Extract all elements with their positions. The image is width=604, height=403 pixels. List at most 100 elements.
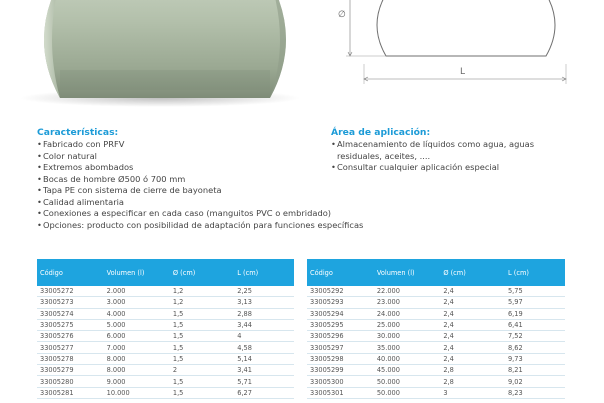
cell-volume: 8.000 — [103, 353, 170, 366]
cell-length: 5,14 — [234, 353, 294, 366]
cell-diameter: 2,8 — [440, 364, 505, 377]
cell-volume: 4.000 — [103, 308, 170, 320]
cell-diameter: 2,4 — [440, 330, 505, 343]
cell-volume: 2.000 — [103, 286, 170, 298]
feature-item: Calidad alimentaria — [37, 197, 363, 209]
cell-volume: 40.000 — [373, 353, 441, 366]
cell-volume: 50.000 — [373, 375, 441, 388]
feature-item: Conexiones a especificar en cada caso (m… — [37, 208, 363, 220]
feature-item: Color natural — [37, 151, 363, 163]
cell-diameter: 1,5 — [169, 330, 235, 343]
cell-volume: 24.000 — [373, 308, 441, 320]
cell-length: 5,71 — [234, 375, 294, 388]
cell-volume: 35.000 — [373, 341, 441, 354]
cell-code: 33005273 — [37, 296, 104, 309]
cell-code: 33005276 — [37, 330, 104, 343]
cell-code: 33005281 — [37, 387, 104, 399]
cell-length: 8,23 — [504, 387, 565, 399]
application-item: residuales, aceites, .... — [337, 150, 431, 161]
cell-length: 7,52 — [504, 330, 565, 343]
cell-volume: 7.000 — [103, 341, 170, 354]
cell-code: 33005300 — [307, 375, 374, 388]
cell-code: 33005277 — [37, 341, 104, 354]
cell-length: 5,97 — [504, 296, 565, 309]
cell-code: 33005278 — [37, 353, 104, 366]
cell-diameter: 1,5 — [169, 375, 235, 388]
cell-diameter: 1,2 — [169, 296, 235, 309]
cell-code: 33005280 — [37, 375, 104, 388]
cell-diameter: 1,5 — [169, 387, 235, 399]
cell-volume: 22.000 — [373, 286, 441, 298]
col-header-diameter: Ø (cm) — [169, 259, 235, 286]
cell-code: 33005293 — [307, 296, 374, 309]
cell-volume: 8.000 — [103, 364, 170, 377]
cell-length: 9,02 — [504, 375, 565, 388]
cell-length: 6,41 — [504, 319, 565, 332]
cell-diameter: 1,5 — [169, 353, 235, 366]
cell-code: 33005275 — [37, 319, 104, 332]
table-header-row: Código Volumen (l) Ø (cm) L (cm) — [37, 259, 294, 286]
cell-code: 33005299 — [307, 364, 374, 377]
cell-length: 9,73 — [504, 353, 565, 366]
cell-volume: 25.000 — [373, 319, 441, 332]
cell-diameter: 1,5 — [169, 341, 235, 354]
cell-code: 33005298 — [307, 353, 374, 366]
cell-length: 3,13 — [234, 296, 294, 309]
col-header-length: L (cm) — [234, 259, 294, 286]
cell-diameter: 1,5 — [169, 308, 235, 320]
cell-diameter: 3 — [440, 387, 505, 399]
table-header-row: Código Volumen (l) Ø (cm) L (cm) — [307, 259, 565, 286]
cell-volume: 10.000 — [103, 387, 170, 399]
length-symbol: L — [460, 67, 465, 77]
cell-diameter: 2,4 — [440, 296, 505, 309]
cell-length: 6,19 — [504, 308, 565, 320]
cell-length: 2,25 — [234, 286, 294, 298]
cell-length: 6,27 — [234, 387, 294, 399]
cell-diameter: 2,4 — [440, 353, 505, 366]
cell-length: 4,58 — [234, 341, 294, 354]
cell-length: 8,62 — [504, 341, 565, 354]
feature-item: Tapa PE con sistema de cierre de bayonet… — [37, 185, 363, 197]
spec-table-right: Código Volumen (l) Ø (cm) L (cm) 3300529… — [307, 259, 565, 399]
col-header-code: Código — [307, 259, 374, 286]
feature-item: Extremos abombados — [37, 162, 363, 174]
cell-diameter: 2,8 — [440, 375, 505, 388]
cell-volume: 3.000 — [103, 296, 170, 309]
cell-length: 3,44 — [234, 319, 294, 332]
cell-volume: 6.000 — [103, 330, 170, 343]
cell-diameter: 2,4 — [440, 286, 505, 298]
cell-volume: 5.000 — [103, 319, 170, 332]
cell-code: 33005294 — [307, 308, 374, 320]
cell-length: 3,41 — [234, 364, 294, 377]
cell-code: 33005301 — [307, 387, 374, 399]
cell-code: 33005295 — [307, 319, 374, 332]
cell-code: 33005292 — [307, 286, 374, 298]
feature-item: Fabricado con PRFV — [37, 139, 363, 151]
cell-diameter: 2,4 — [440, 319, 505, 332]
cell-length: 4 — [234, 330, 294, 343]
cell-code: 33005296 — [307, 330, 374, 343]
cell-volume: 45.000 — [373, 364, 441, 377]
cell-code: 33005272 — [37, 286, 104, 298]
col-header-volume: Volumen (l) — [103, 259, 170, 286]
col-header-length: L (cm) — [504, 259, 565, 286]
cell-volume: 23.000 — [373, 296, 441, 309]
application-item: Almacenamiento de líquidos como agua, ag… — [331, 139, 534, 151]
cell-length: 2,88 — [234, 308, 294, 320]
tank-dimension-drawing: ∅ L — [338, 0, 567, 84]
col-header-volume: Volumen (l) — [373, 259, 441, 286]
